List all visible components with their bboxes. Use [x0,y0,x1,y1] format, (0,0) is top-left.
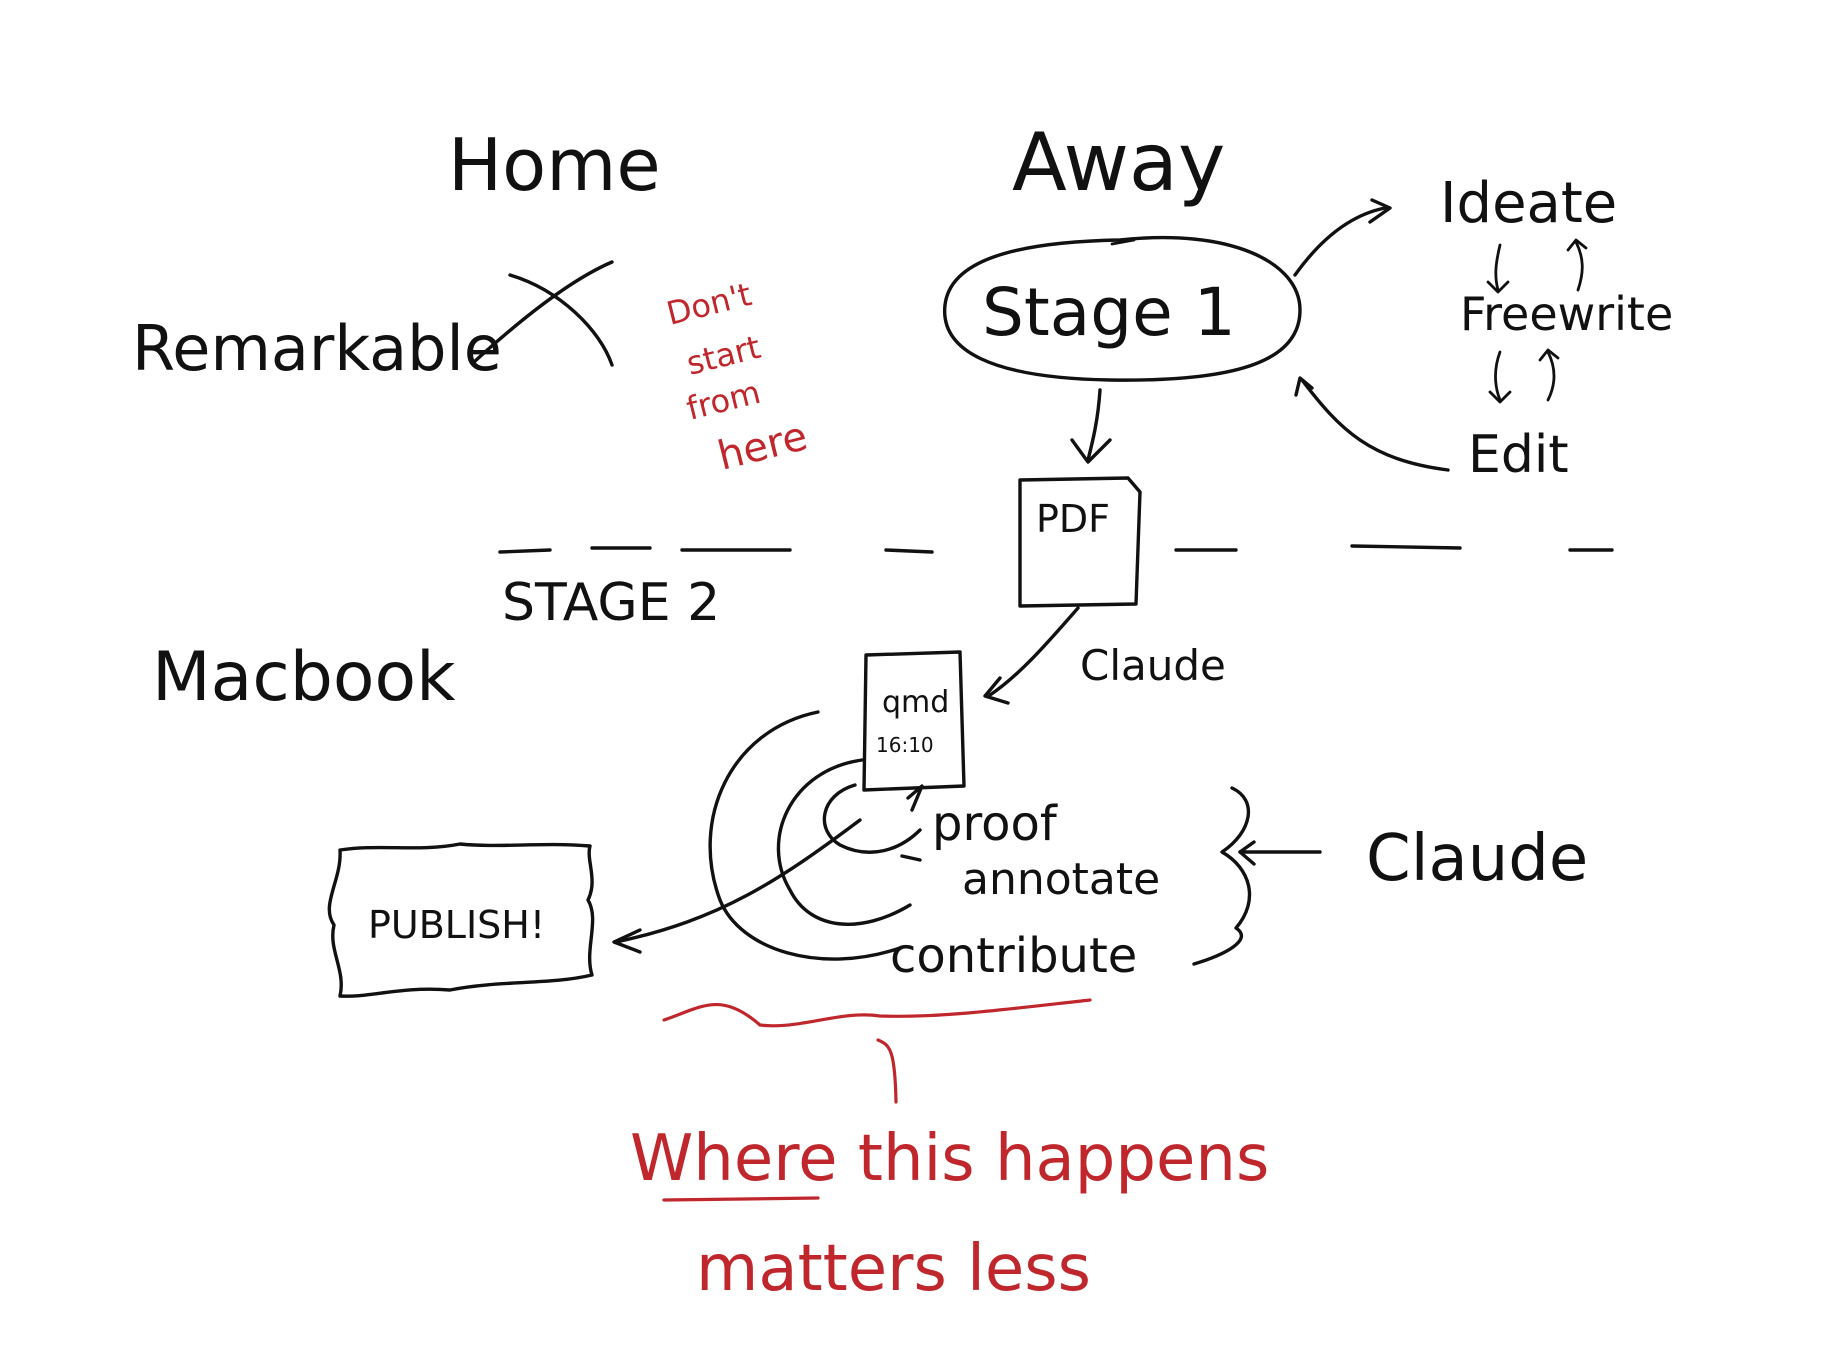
dont-start-note: Don't start from here [663,275,812,480]
loop-freewrite: Freewrite [1460,287,1673,341]
claude-brace-label: Claude [1366,822,1588,896]
task-annotate: annotate [962,854,1160,905]
dont-start-line-1: Don't [663,275,755,333]
arrow-to-publish [612,818,862,954]
dont-start-line-4: here [713,413,812,479]
publish-node: PUBLISH! [327,842,595,998]
task-contribute: contribute [890,928,1137,984]
task-proof: proof [932,796,1058,852]
stage1-label: Stage 1 [982,274,1236,351]
arrow-stage1-to-ideate [1293,198,1392,277]
tasks-brace [1192,786,1322,966]
publish-label: PUBLISH! [368,903,545,947]
claude-pdf-to-qmd: Claude [1080,641,1226,690]
loop-edit: Edit [1468,425,1569,485]
where-underline [662,1196,820,1202]
arrow-edit-to-stage1 [1294,376,1450,472]
pdf-label: PDF [1036,497,1110,541]
column-header-home: Home [448,123,661,207]
loop-arrows [1486,238,1588,404]
loop-ideate: Ideate [1440,171,1617,236]
arrow-pdf-to-qmd: Claude [983,606,1226,705]
qmd-label-line-2: 16:10 [876,733,934,757]
qmd-node: qmd 16:10 [862,650,966,792]
pdf-node: PDF [1018,476,1142,608]
where-note-line-2: matters less [696,1232,1091,1306]
where-brace [662,998,1092,1104]
row-label-remarkable: Remarkable [132,312,502,385]
column-header-away: Away [1012,116,1225,209]
iteration-loops [708,710,924,961]
where-note-line-1: Where this happens [630,1122,1269,1196]
row-label-macbook: Macbook [152,638,456,717]
stage-divider-label: STAGE 2 [502,573,720,633]
arrow-stage1-to-pdf [1070,388,1112,464]
stage-divider [498,544,1614,554]
cross-mark [472,260,614,367]
qmd-label-line-1: qmd [882,685,949,720]
stage1-node: Stage 1 [943,235,1302,382]
